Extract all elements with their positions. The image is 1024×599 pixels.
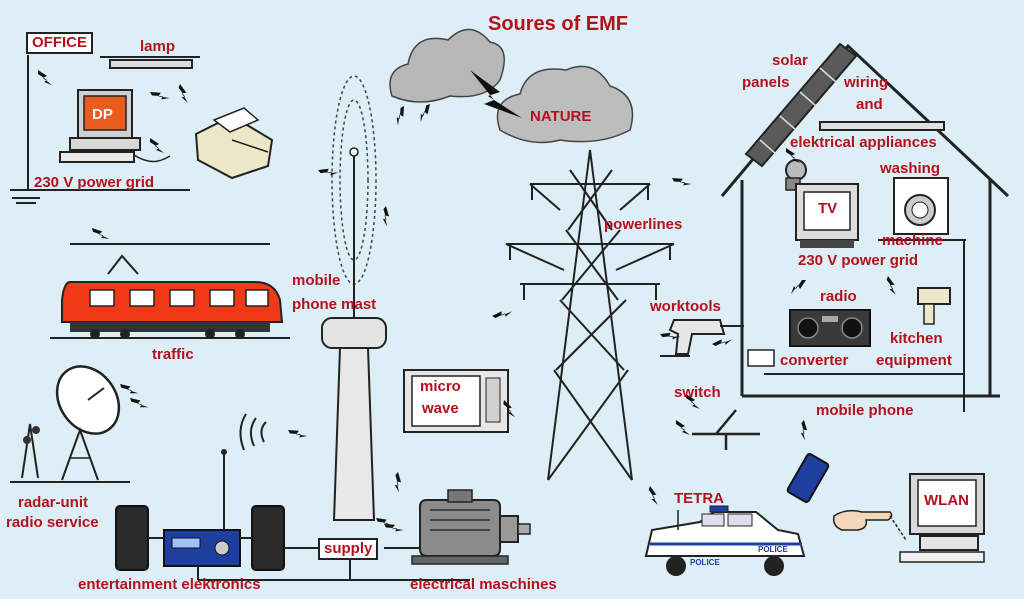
radio-icon [789, 280, 871, 347]
supply-wiring [197, 547, 470, 581]
washing-machine-icon [893, 177, 949, 235]
bulb-icon [785, 159, 807, 191]
mobile-phone-mast-label-2: phone mast [292, 296, 377, 313]
cloud-icon [389, 28, 634, 144]
radar-label-1: radar-unit [18, 494, 89, 511]
electrical-machines-label: electrical maschines [410, 576, 557, 593]
mixer-icon [882, 276, 951, 325]
tv-label: TV [818, 200, 838, 217]
pylon-icon [505, 149, 675, 481]
drill-icon [660, 319, 744, 357]
mobile-phone-label: mobile phone [816, 402, 914, 419]
converter-label: converter [780, 352, 849, 369]
kitchen-label: kitchen [890, 330, 943, 347]
traffic-label: traffic [152, 346, 194, 363]
house-power-grid-label: 230 V power grid [798, 252, 919, 269]
lamp-icon [100, 56, 200, 69]
wiring-label-2: and [856, 96, 883, 113]
diagram-title: Soures of EMF [488, 13, 629, 35]
computer-icon [59, 89, 171, 163]
microwave-label-1: micro [420, 378, 461, 395]
nature-label: NATURE [530, 108, 592, 125]
electrical-appliances-label: elektrical appliances [790, 134, 937, 151]
tv-icon [795, 183, 859, 248]
lamp-label: lamp [140, 38, 176, 55]
mobile-phone-icon [786, 420, 830, 503]
washing-label: washing [880, 160, 941, 177]
police-label-side: POLICE [690, 558, 720, 567]
stereo-icon [115, 449, 285, 571]
radio-label: radio [820, 288, 857, 305]
wiring-label-1: wiring [844, 74, 889, 91]
office-label: OFFICE [26, 32, 93, 54]
equipment-label: equipment [876, 352, 952, 369]
office-area [10, 55, 274, 204]
house-icon [720, 42, 1010, 412]
supply-label: supply [318, 538, 379, 560]
switch-icon [676, 409, 760, 450]
worktools-label: worktools [650, 298, 721, 315]
powerlines-label: powerlines [604, 216, 683, 233]
car-icon [644, 486, 806, 576]
solar-panels-label-2: panels [742, 74, 790, 91]
radar-label-2: radio service [6, 514, 99, 531]
police-label: POLICE [758, 545, 788, 554]
hand-icon [832, 509, 907, 541]
radio-waves-icon [239, 413, 267, 451]
wlan-label: WLAN [924, 492, 969, 509]
train-icon [50, 224, 290, 339]
tetra-label: TETRA [674, 490, 724, 507]
printer-icon [194, 107, 274, 180]
motor-icon [384, 472, 531, 565]
microwave-label-2: wave [422, 400, 459, 417]
tower-icon [288, 75, 397, 532]
mobile-phone-mast-label-1: mobile [292, 272, 341, 289]
microwave-icon [403, 369, 518, 433]
radar-dish-icon [10, 365, 149, 483]
solar-panels-label-1: solar [772, 52, 808, 69]
dp-label: DP [92, 106, 113, 123]
machine-label: machine [882, 232, 943, 249]
office-power-grid-label: 230 V power grid [34, 174, 155, 191]
wlan-computer-icon [899, 473, 985, 563]
switch-label: switch [674, 384, 721, 401]
entertainment-electronics-label: entertainment elektronics [78, 576, 261, 593]
